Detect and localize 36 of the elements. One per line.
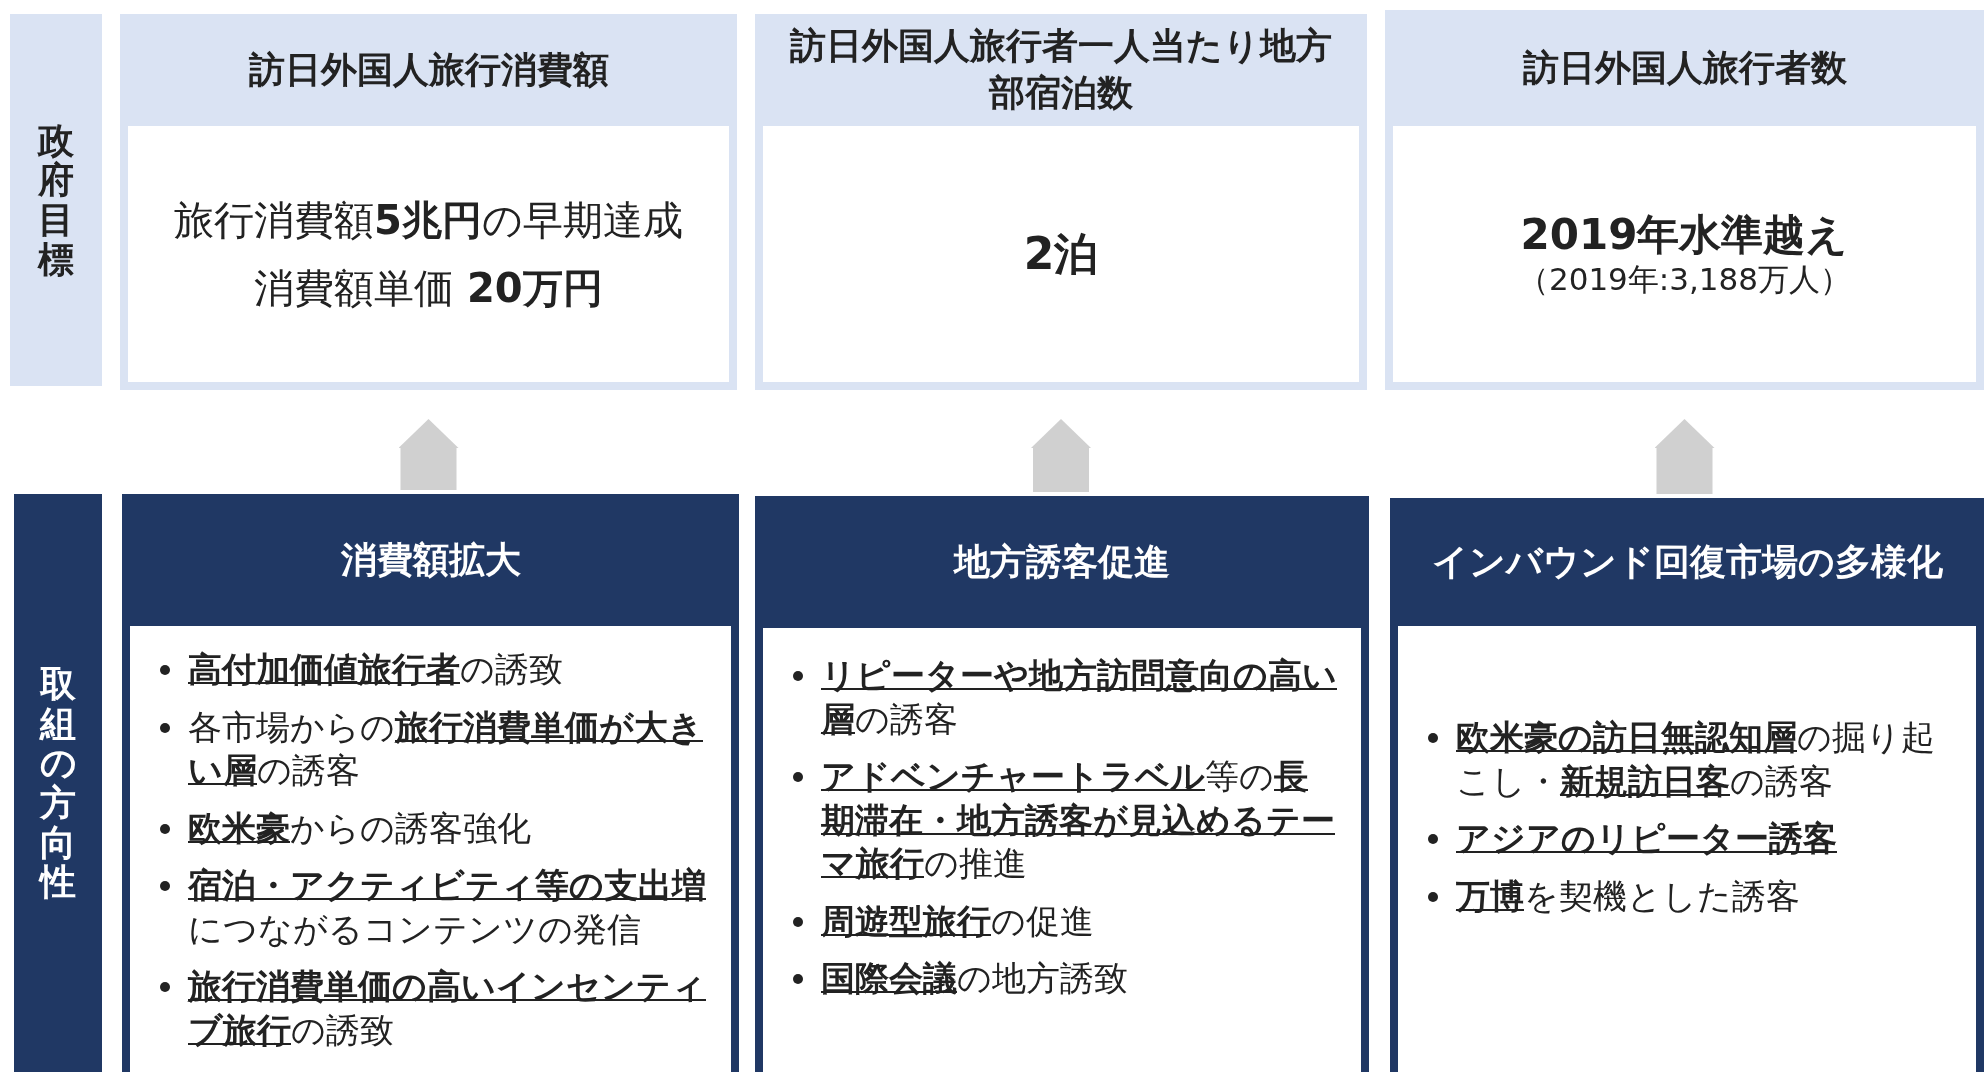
up-arrow [398,419,459,490]
bullet-text: 周遊型旅行の促進 [821,900,1094,941]
side-label-band [10,14,102,386]
target-text: （2019年:3,188万人） [1517,260,1852,298]
policy-card [122,494,739,1072]
goal-card [755,14,1367,390]
target-text: 消費額単価 20万円 [254,264,603,312]
bullet-text: アジアのリピーター誘客 [1456,818,1837,859]
side-label-band [14,494,102,1072]
card-heading: 訪日外国人旅行者一人当たり地方部宿泊数 [789,24,1333,115]
bullet-text: 旅行消費単価の高いインセンティブ旅行の誘致 [188,966,706,1050]
bullet-text: 国際会議の地方誘致 [821,958,1128,999]
target-text: 旅行消費額5兆円の早期達成 [174,196,683,244]
card-heading: インバウンド回復市場の多様化 [1430,539,1944,584]
up-arrow [1031,419,1091,492]
up-arrow [1654,419,1715,494]
bullet-text: リピーターや地方訪問意向の高い層の誘客 [821,655,1337,739]
card-heading: 消費額拡大 [339,537,522,582]
bullet-text: 欧米豪からの誘客強化 [188,807,531,848]
bullet-text: アドベンチャートラベル等の長期滞在・地方誘客が見込めるテーマ旅行の推進 [821,756,1335,884]
goal-card [120,14,737,390]
bullet-text: 高付加価値旅行者の誘致 [188,649,563,689]
target-text: 2019年水準越え [1520,210,1849,261]
bullet-text: 万博を契機とした誘客 [1456,875,1800,916]
target-text: 2泊 [1023,227,1099,281]
policy-card [1390,498,1984,1072]
card-heading: 訪日外国人旅行消費額 [247,47,610,92]
policy-card [755,496,1369,1072]
card-heading: 地方誘客促進 [952,539,1171,584]
card-heading: 訪日外国人旅行者数 [1521,45,1848,90]
side-label: 取組の方向性 [38,664,78,902]
bullet-text: 各市場からの旅行消費単価が大きい層の誘客 [188,706,703,791]
bullet-text: 欧米豪の訪日無認知層の掘り起こし・新規訪日客の誘客 [1456,717,1935,801]
bullet-text: 宿泊・アクティビティ等の支出増につながるコンテンツの発信 [188,865,706,949]
side-label: 政府目標 [36,120,75,280]
goal-card [1385,10,1984,390]
